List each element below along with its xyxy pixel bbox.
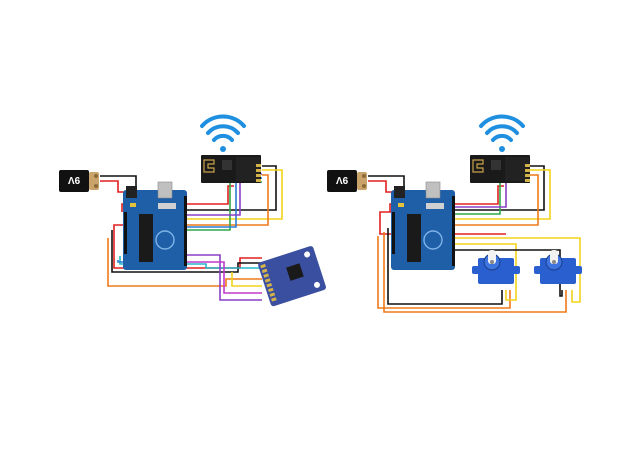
left-circuit: 9V (59, 114, 326, 307)
wire-battery-red (368, 180, 394, 193)
wire-radio-black (186, 165, 277, 211)
servo-horn-icon (488, 250, 496, 264)
microcontroller-chip-icon (407, 214, 421, 262)
arduino-uno (391, 181, 455, 270)
radio-pin-header (525, 164, 530, 182)
right-wires (368, 165, 581, 313)
usb-port-icon (157, 181, 173, 199)
usb-port-icon (425, 181, 441, 199)
wire-mpu-black (111, 230, 262, 273)
arduino-logo-icon (155, 230, 175, 250)
radio-pin-header (256, 164, 261, 182)
wire-battery-red (100, 180, 126, 193)
battery-9v: 9V (327, 170, 367, 192)
wifi-signal-icon (479, 114, 525, 152)
battery-label: 9V (68, 174, 81, 185)
wire-mpu-orange (107, 238, 262, 287)
wire-mpu-purple (186, 254, 262, 301)
battery-9v: 9V (59, 170, 99, 192)
microcontroller-chip-icon (139, 214, 153, 262)
nrf24l01-radio (201, 155, 261, 183)
wire-mpu-yellow (231, 272, 262, 287)
battery-label: 9V (336, 174, 349, 185)
servo-motor (534, 250, 582, 284)
wire-radio-yellow (452, 169, 551, 220)
wire-radio-green (186, 181, 262, 231)
power-jack-icon (394, 186, 405, 198)
mpu6050-module (258, 246, 326, 307)
wire-servo2-black (452, 249, 563, 297)
power-jack-icon (126, 186, 137, 198)
wire-mpu-magenta (186, 261, 262, 294)
wire-radio-orange (186, 174, 269, 226)
nrf24l01-radio (470, 155, 530, 183)
wire-servo1-yellow (452, 243, 517, 301)
wifi-signal-icon (200, 114, 246, 152)
arduino-uno (123, 181, 187, 270)
servo-motor (472, 250, 520, 284)
wire-servo-orange (383, 232, 567, 313)
sensor-chip-icon (286, 263, 304, 281)
wire-servo1-orange (377, 236, 511, 309)
wire-radio-yellow (186, 169, 283, 220)
servo-horn-icon (550, 250, 558, 264)
arduino-logo-icon (423, 230, 443, 250)
wire-servo2-yellow (452, 237, 581, 303)
wire-radio-black (452, 165, 545, 211)
right-circuit: 9V (327, 114, 582, 313)
wire-servo-black (387, 228, 503, 305)
wire-radio-orange (452, 174, 539, 226)
